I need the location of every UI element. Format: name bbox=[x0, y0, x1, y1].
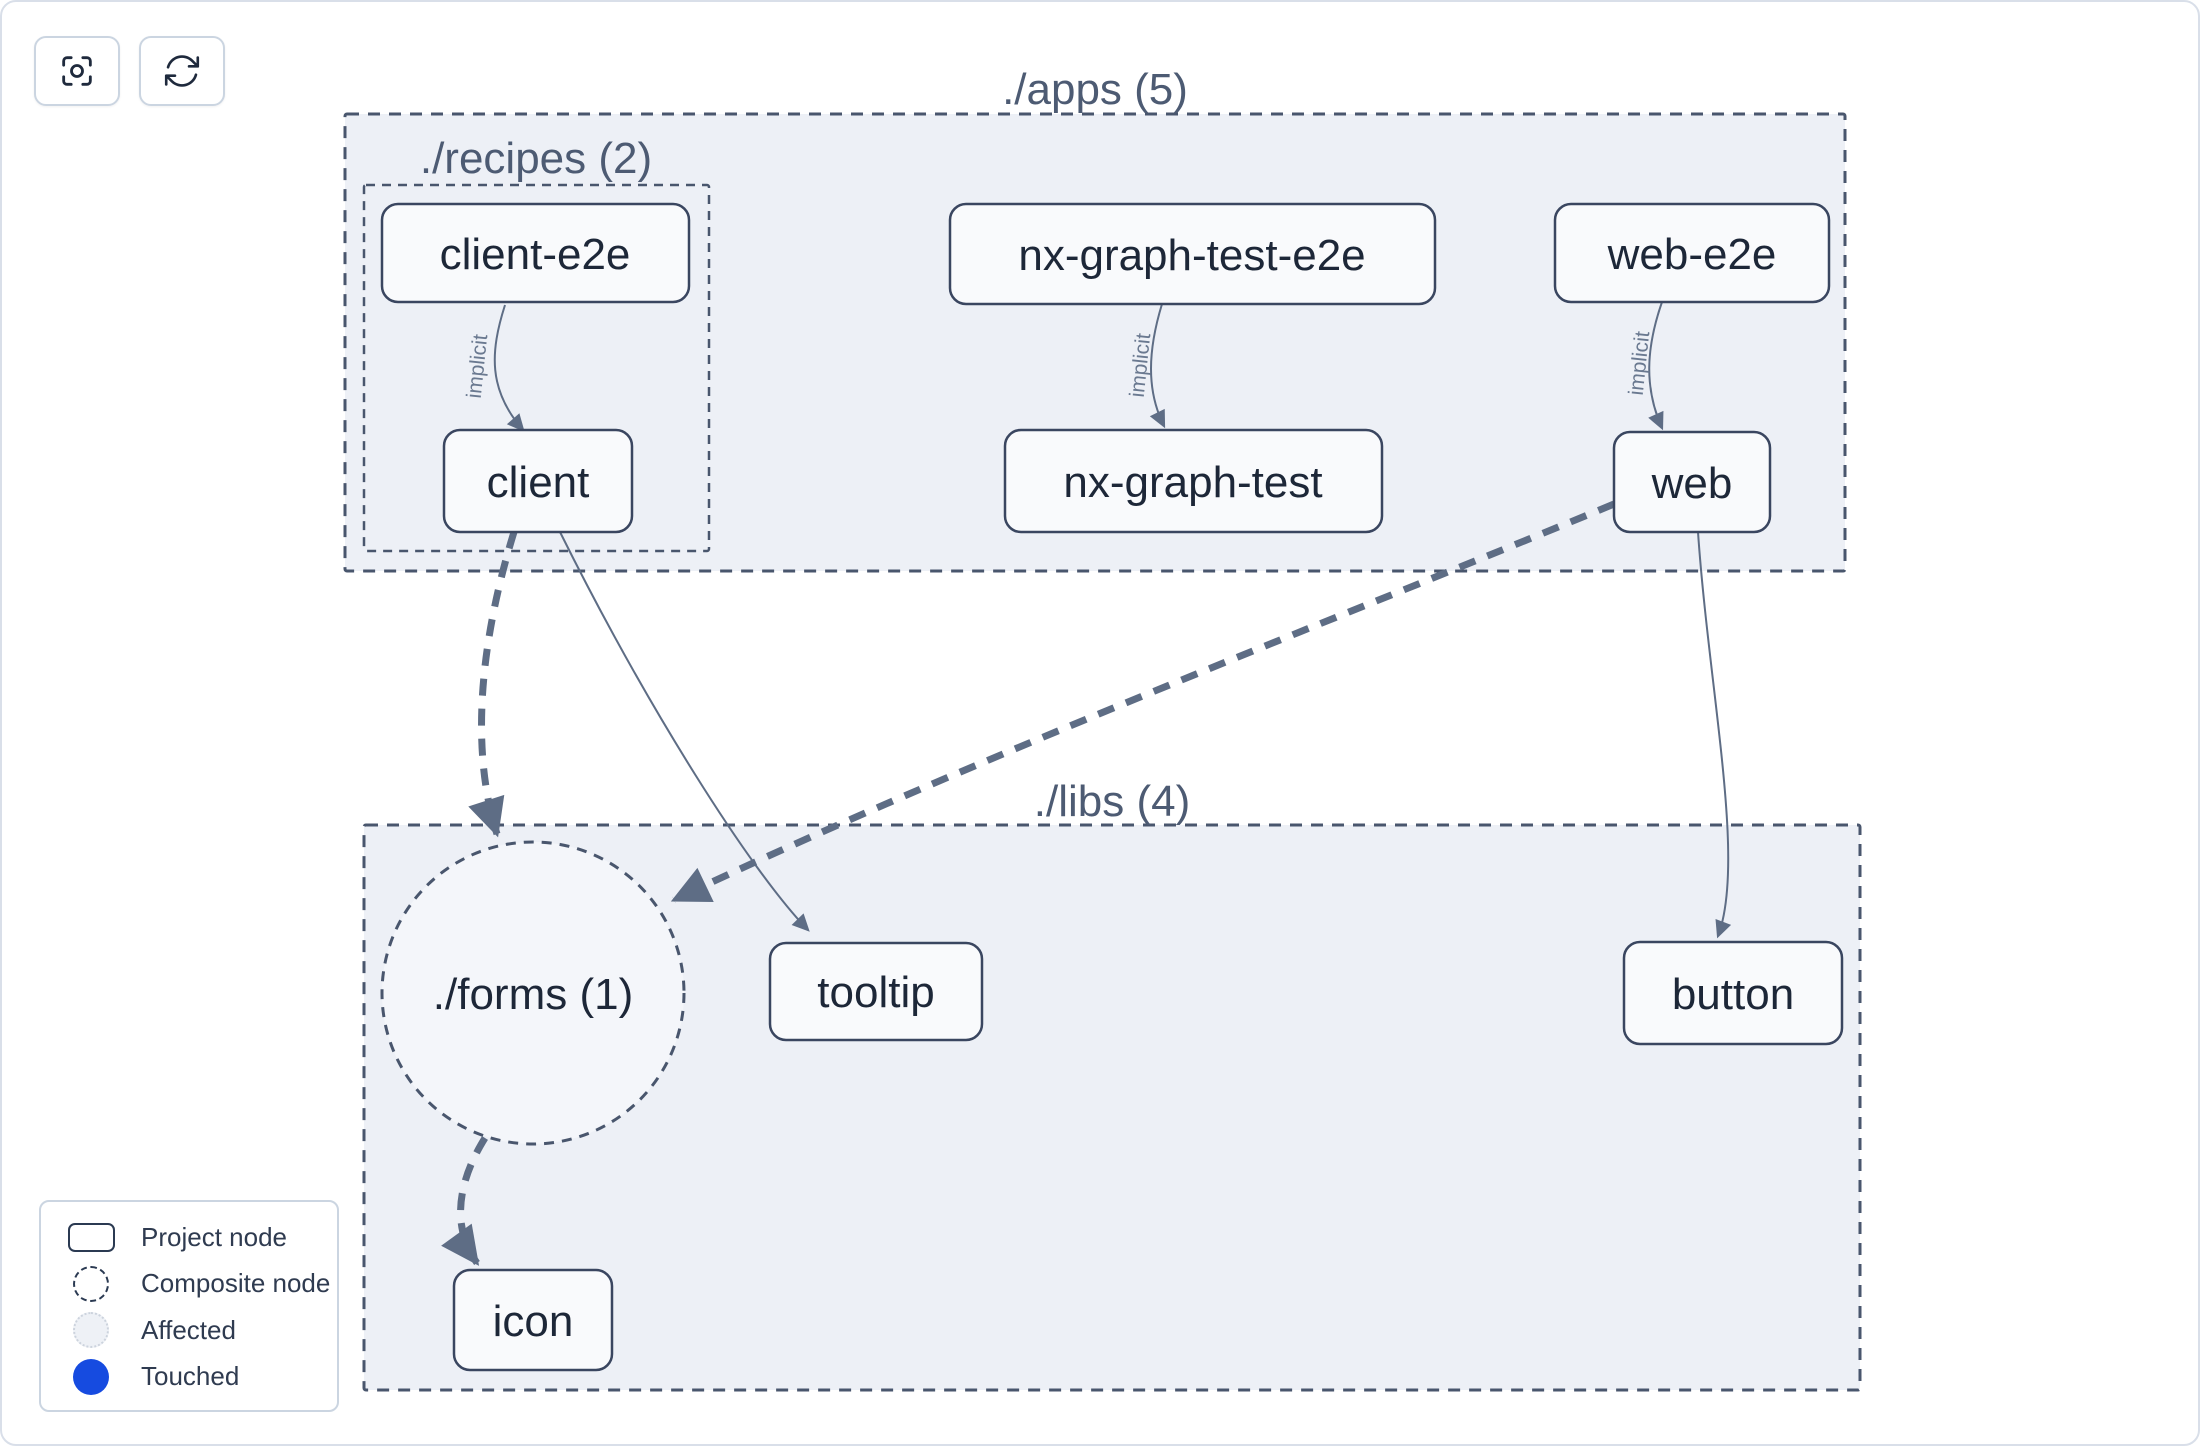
node-tooltip-label: tooltip bbox=[817, 968, 934, 1017]
touched-swatch bbox=[73, 1358, 109, 1395]
edge-nx-graph-test-e2e-to-nx-graph-test bbox=[1149, 303, 1166, 429]
node-web-e2e-label: web-e2e bbox=[1607, 230, 1777, 279]
node-web-e2e[interactable]: web-e2e bbox=[1553, 202, 1831, 304]
node-client[interactable]: client bbox=[442, 428, 634, 534]
node-button[interactable]: button bbox=[1622, 940, 1844, 1046]
project-node-swatch bbox=[67, 1222, 115, 1252]
container-apps-title: ./apps (5) bbox=[1002, 65, 1188, 114]
edge-web-to-button bbox=[1697, 531, 1732, 939]
composite-node-swatch bbox=[73, 1265, 109, 1302]
node-nx-graph-test-e2e[interactable]: nx-graph-test-e2e bbox=[948, 202, 1437, 306]
refresh-button[interactable] bbox=[139, 36, 225, 106]
container-libs-title: ./libs (4) bbox=[1034, 777, 1190, 826]
node-web-rect[interactable] bbox=[1612, 430, 1772, 534]
edge-client-to-tooltip bbox=[559, 531, 810, 932]
container-libs-rect bbox=[362, 823, 1862, 1392]
affected-swatch bbox=[73, 1312, 109, 1349]
legend-item-composite-node: Composite node bbox=[41, 1262, 337, 1306]
node-tooltip[interactable]: tooltip bbox=[768, 941, 984, 1042]
composite-node-forms-label: ./forms (1) bbox=[433, 970, 633, 1019]
node-client-e2e-label: client-e2e bbox=[440, 230, 631, 279]
node-client-e2e-rect[interactable] bbox=[380, 202, 691, 304]
node-icon[interactable]: icon bbox=[452, 1268, 614, 1372]
container-recipes-title: ./recipes (2) bbox=[420, 134, 652, 183]
focus-icon bbox=[57, 51, 97, 91]
node-button-label: button bbox=[1672, 970, 1794, 1019]
node-client-label: client bbox=[487, 458, 590, 507]
legend-item-touched: Touched bbox=[41, 1355, 337, 1399]
container-apps-rect bbox=[343, 112, 1847, 573]
node-client-rect[interactable] bbox=[442, 428, 634, 534]
node-nx-graph-test-e2e-rect[interactable] bbox=[948, 202, 1437, 306]
edge-web-to-forms bbox=[670, 500, 1616, 904]
legend-label: Affected bbox=[141, 1314, 236, 1345]
legend-label: Composite node bbox=[141, 1268, 331, 1299]
refresh-icon bbox=[161, 50, 203, 92]
node-client-e2e[interactable]: client-e2e bbox=[380, 202, 691, 304]
edge-client-e2e-to-client bbox=[493, 304, 525, 432]
node-nx-graph-test-label: nx-graph-test bbox=[1063, 458, 1322, 507]
legend-item-project-node: Project node bbox=[41, 1215, 337, 1259]
node-web-label: web bbox=[1651, 459, 1733, 508]
legend-panel: Project node Composite node Affected Tou… bbox=[39, 1200, 339, 1412]
composite-node-forms[interactable] bbox=[380, 840, 686, 1146]
node-nx-graph-test-e2e-label: nx-graph-test-e2e bbox=[1018, 231, 1365, 280]
edge-forms-to-icon bbox=[441, 1136, 488, 1266]
legend-item-affected: Affected bbox=[41, 1308, 337, 1352]
center-graph-button[interactable] bbox=[34, 36, 120, 106]
edge-web-e2e-to-web bbox=[1648, 301, 1664, 431]
edge-client-to-forms bbox=[468, 530, 518, 838]
node-web-e2e-rect[interactable] bbox=[1553, 202, 1831, 304]
legend-label: Touched bbox=[141, 1361, 240, 1392]
node-nx-graph-test-rect[interactable] bbox=[1003, 428, 1384, 534]
node-nx-graph-test[interactable]: nx-graph-test bbox=[1003, 428, 1384, 534]
node-web[interactable]: web bbox=[1612, 430, 1772, 534]
node-tooltip-rect[interactable] bbox=[768, 941, 984, 1042]
node-icon-rect[interactable] bbox=[452, 1268, 614, 1372]
legend-label: Project node bbox=[141, 1221, 287, 1252]
node-button-rect[interactable] bbox=[1622, 940, 1844, 1046]
node-icon-label: icon bbox=[493, 1297, 574, 1346]
